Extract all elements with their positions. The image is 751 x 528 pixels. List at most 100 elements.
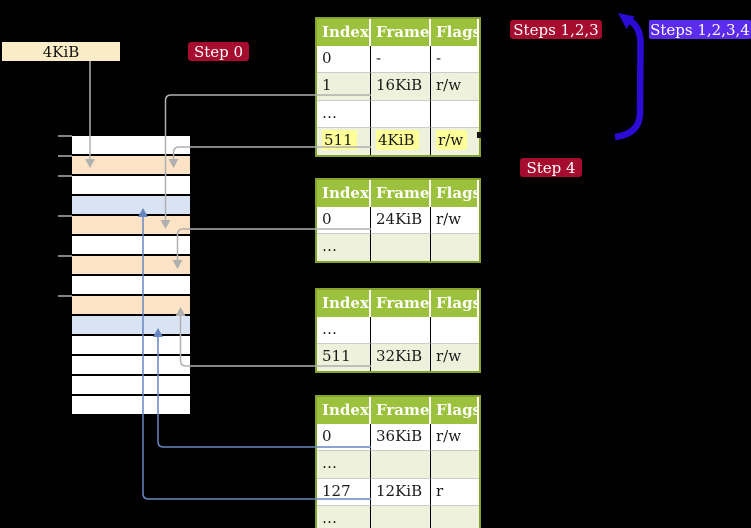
table-header-row: Index Frame Flags: [317, 290, 479, 317]
steps-1234-text: Steps 1,2,3,4: [650, 20, 750, 39]
page-table-level2: Index Frame Flags … 511 32KiB r/w: [315, 288, 481, 373]
table-row: …: [317, 450, 479, 478]
table-row: …: [317, 317, 479, 343]
recursive-loop-arrow: [614, 17, 644, 141]
cell-frame: [371, 505, 431, 528]
step0-badge: Step 0: [188, 42, 249, 61]
column-header-frame: Frame: [371, 19, 431, 46]
column-header-frame: Frame: [371, 397, 431, 424]
table-header-row: Index Frame Flags: [317, 180, 479, 207]
highlighted-value: 511: [322, 130, 357, 150]
cell-index: 511: [317, 343, 371, 371]
cell-flags: r/w: [431, 127, 479, 155]
cell-flags: r/w: [436, 210, 462, 228]
memory-row-frame: [72, 316, 190, 336]
page-size-text: 4KiB: [42, 42, 80, 61]
cell-frame: -: [371, 46, 431, 72]
table-header-row: Index Frame Flags: [317, 19, 479, 46]
table-row: 0 - -: [317, 46, 479, 72]
table-row-recursive-entry: 511 4KiB r/w: [317, 127, 479, 155]
cell-flags: -: [436, 49, 442, 67]
cell-frame: [371, 99, 431, 127]
cell-flags: r: [431, 477, 479, 506]
table-row: 0 24KiB r/w: [317, 207, 479, 233]
cell-frame: 4KiB: [371, 127, 431, 155]
cell-index: 1: [317, 72, 371, 100]
memory-row-free: [72, 236, 190, 256]
memory-row-free: [72, 396, 190, 416]
table-header-row: Index Frame Flags: [317, 397, 479, 424]
cell-index: 0: [317, 424, 371, 450]
step0-text: Step 0: [193, 42, 244, 61]
cell-index: …: [317, 505, 371, 528]
cell-frame: [371, 233, 431, 261]
memory-row-free: [72, 356, 190, 376]
table-row: …: [317, 99, 479, 128]
memory-row-free: [72, 376, 190, 396]
memory-row-page-table: [72, 216, 190, 236]
step4-text: Step 4: [526, 158, 576, 177]
memory-strip: [72, 136, 190, 416]
cell-index: 0: [317, 46, 371, 72]
cell-flags: [431, 99, 479, 128]
cell-frame: 24KiB: [371, 207, 431, 233]
cell-index: …: [317, 450, 371, 478]
steps-123-badge: Steps 1,2,3: [510, 20, 602, 39]
memory-row-page-table: [72, 156, 190, 176]
table-row: …: [317, 505, 479, 528]
cell-index: …: [317, 233, 371, 261]
cell-flags: r/w: [431, 72, 479, 100]
highlighted-value: r/w: [436, 130, 468, 150]
cell-index: …: [317, 99, 371, 127]
arrowhead-up-left: [618, 13, 635, 29]
cell-frame: 36KiB: [371, 424, 431, 450]
cell-flags: [431, 450, 479, 478]
memory-row-page-table: [72, 256, 190, 276]
cell-frame: 12KiB: [371, 477, 431, 505]
table-row: …: [317, 233, 479, 261]
memory-row-frame: [72, 196, 190, 216]
recursive-arrowhead: [618, 13, 635, 29]
memory-row-free: [72, 136, 190, 156]
cell-flags: [431, 317, 479, 343]
cell-flags: [431, 505, 479, 528]
table-row: 511 32KiB r/w: [317, 343, 479, 371]
column-header-index: Index: [317, 397, 371, 424]
cell-frame: [371, 450, 431, 478]
cell-flags: r/w: [431, 343, 479, 371]
recursive-arrow-path: [614, 17, 644, 141]
cell-index: 511: [317, 127, 371, 155]
table-row: 1 16KiB r/w: [317, 72, 479, 100]
cell-index: 0: [317, 207, 371, 233]
column-header-flags: Flags: [431, 180, 479, 207]
column-header-frame: Frame: [371, 290, 431, 317]
column-header-flags: Flags: [431, 19, 479, 46]
memory-row-free: [72, 276, 190, 296]
page-table-level3: Index Frame Flags 0 24KiB r/w …: [315, 178, 481, 263]
page-size-label: 4KiB: [2, 42, 120, 61]
table-row: 0 36KiB r/w: [317, 424, 479, 450]
column-header-index: Index: [317, 290, 371, 317]
memory-row-free: [72, 336, 190, 356]
strip-ticks: [58, 135, 72, 297]
step4-badge: Step 4: [520, 158, 582, 177]
page-table-level1: Index Frame Flags 0 36KiB r/w … 127 12Ki…: [315, 395, 481, 528]
cell-flags: r/w: [436, 427, 462, 445]
column-header-flags: Flags: [431, 290, 479, 317]
highlighted-value: 4KiB: [376, 130, 419, 150]
column-header-frame: Frame: [371, 180, 431, 207]
steps-123-text: Steps 1,2,3: [513, 20, 599, 39]
table-row: 127 12KiB r: [317, 477, 479, 506]
cell-frame: 16KiB: [371, 72, 431, 100]
cell-frame: 32KiB: [371, 343, 431, 371]
cell-flags: [431, 233, 479, 261]
memory-row-page-table: [72, 296, 190, 316]
steps-1234-badge: Steps 1,2,3,4: [649, 20, 751, 39]
cell-index: 127: [317, 477, 371, 505]
page-table-level4: Index Frame Flags 0 - - 1 16KiB r/w … 51…: [315, 17, 481, 157]
column-header-index: Index: [317, 180, 371, 207]
column-header-index: Index: [317, 19, 371, 46]
cell-frame: [371, 317, 431, 343]
column-header-flags: Flags: [431, 397, 479, 424]
